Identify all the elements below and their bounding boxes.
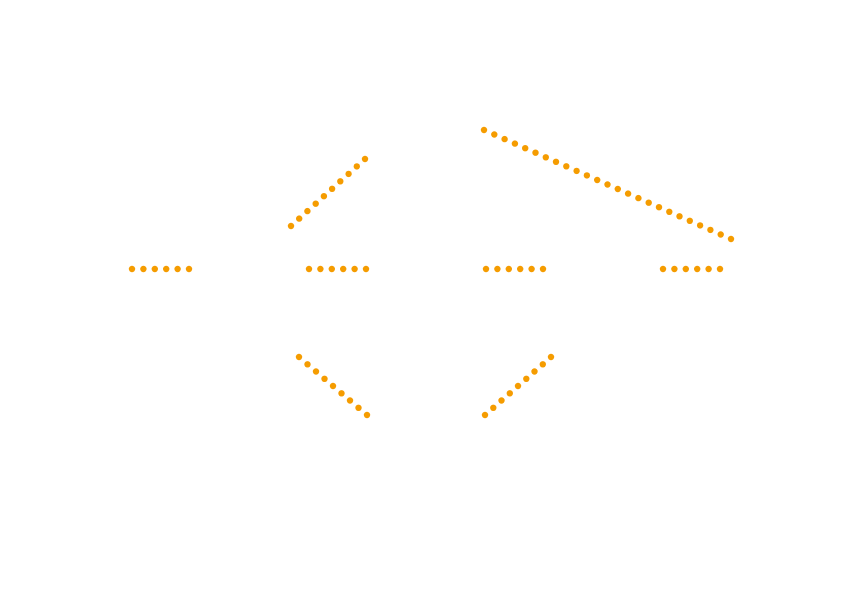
connector-upper-left-diagonal bbox=[287, 155, 369, 230]
connector-dot bbox=[494, 265, 501, 273]
connector-dot bbox=[363, 411, 371, 419]
connector-dot bbox=[523, 375, 530, 382]
connector-right-horizontal bbox=[659, 265, 724, 273]
connector-dot bbox=[328, 185, 336, 192]
connector-dot bbox=[501, 135, 508, 143]
connector-dot bbox=[531, 368, 538, 375]
connector-left-horizontal bbox=[128, 265, 193, 273]
connector-dot bbox=[128, 265, 136, 273]
connector-long-top-diagonal bbox=[480, 126, 735, 243]
connector-dot bbox=[676, 213, 683, 220]
connector-dot bbox=[573, 167, 580, 175]
connector-dot bbox=[329, 382, 337, 390]
connector-dot bbox=[340, 265, 347, 273]
connector-dot bbox=[338, 390, 345, 397]
connector-dot bbox=[480, 126, 488, 134]
connector-dot bbox=[604, 181, 611, 188]
connector-dot bbox=[312, 200, 319, 207]
connector-dot bbox=[624, 190, 632, 197]
connector-dot bbox=[517, 265, 524, 273]
connector-dot bbox=[317, 265, 324, 273]
connector-dot bbox=[151, 265, 158, 273]
connector-dot bbox=[320, 193, 328, 200]
connector-dot bbox=[717, 231, 724, 238]
connector-dot bbox=[362, 265, 370, 273]
connector-dot bbox=[337, 178, 344, 185]
connector-center-right-horizontal bbox=[482, 265, 547, 273]
connector-lower-left-diagonal bbox=[295, 353, 371, 419]
connector-dot bbox=[682, 265, 689, 273]
connector-dot bbox=[355, 404, 362, 411]
connector-dot bbox=[296, 215, 303, 222]
connector-dot bbox=[547, 353, 555, 361]
connector-dot bbox=[659, 265, 667, 273]
connector-dot bbox=[351, 265, 358, 273]
connector-dot bbox=[522, 145, 529, 152]
connector-dot bbox=[542, 154, 549, 161]
connector-dot bbox=[140, 265, 147, 273]
connector-dot bbox=[614, 185, 621, 193]
connector-dot bbox=[174, 265, 181, 273]
connector-dot bbox=[491, 131, 498, 138]
connector-dot bbox=[583, 172, 591, 179]
connector-dot bbox=[345, 170, 352, 178]
connector-dot bbox=[163, 265, 170, 273]
connector-dot bbox=[686, 217, 693, 224]
connector-dot bbox=[328, 265, 335, 273]
connector-dot bbox=[707, 226, 714, 234]
connector-dot bbox=[539, 361, 546, 368]
connector-dot bbox=[304, 207, 311, 215]
connector-dot bbox=[506, 390, 513, 397]
connector-center-left-horizontal bbox=[305, 265, 370, 273]
connector-dot bbox=[594, 176, 601, 184]
connector-dot bbox=[346, 397, 354, 404]
connector-dot bbox=[353, 163, 360, 170]
connector-dot bbox=[490, 404, 497, 411]
connector-dot bbox=[727, 235, 735, 243]
connector-dot bbox=[481, 411, 489, 419]
connector-dot bbox=[532, 149, 539, 156]
connector-dot bbox=[498, 397, 505, 404]
connector-dot bbox=[645, 199, 652, 206]
connector-dot bbox=[305, 265, 313, 273]
connector-dot bbox=[671, 265, 678, 273]
connector-dot bbox=[295, 353, 303, 361]
connector-dot bbox=[696, 222, 704, 229]
connector-dot bbox=[539, 265, 547, 273]
connector-dot bbox=[716, 265, 724, 273]
connector-lower-right-diagonal bbox=[481, 353, 555, 419]
connector-group bbox=[128, 126, 735, 419]
connector-dot bbox=[511, 140, 519, 147]
connector-dot bbox=[705, 265, 712, 273]
connector-dot bbox=[563, 163, 570, 170]
connector-dot bbox=[666, 208, 673, 215]
connector-dot bbox=[694, 265, 701, 273]
connector-dot bbox=[505, 265, 512, 273]
connector-dot bbox=[528, 265, 535, 273]
connector-dot bbox=[482, 265, 490, 273]
connector-dot bbox=[185, 265, 193, 273]
connector-dot bbox=[552, 158, 560, 165]
connector-dot bbox=[287, 222, 295, 230]
connector-dot bbox=[361, 155, 369, 163]
connector-dot bbox=[312, 368, 320, 375]
connector-dot bbox=[635, 194, 642, 202]
connector-dot bbox=[321, 375, 328, 382]
connector-dot bbox=[514, 382, 522, 390]
connector-dot bbox=[655, 204, 663, 211]
connector-dot bbox=[304, 361, 311, 368]
